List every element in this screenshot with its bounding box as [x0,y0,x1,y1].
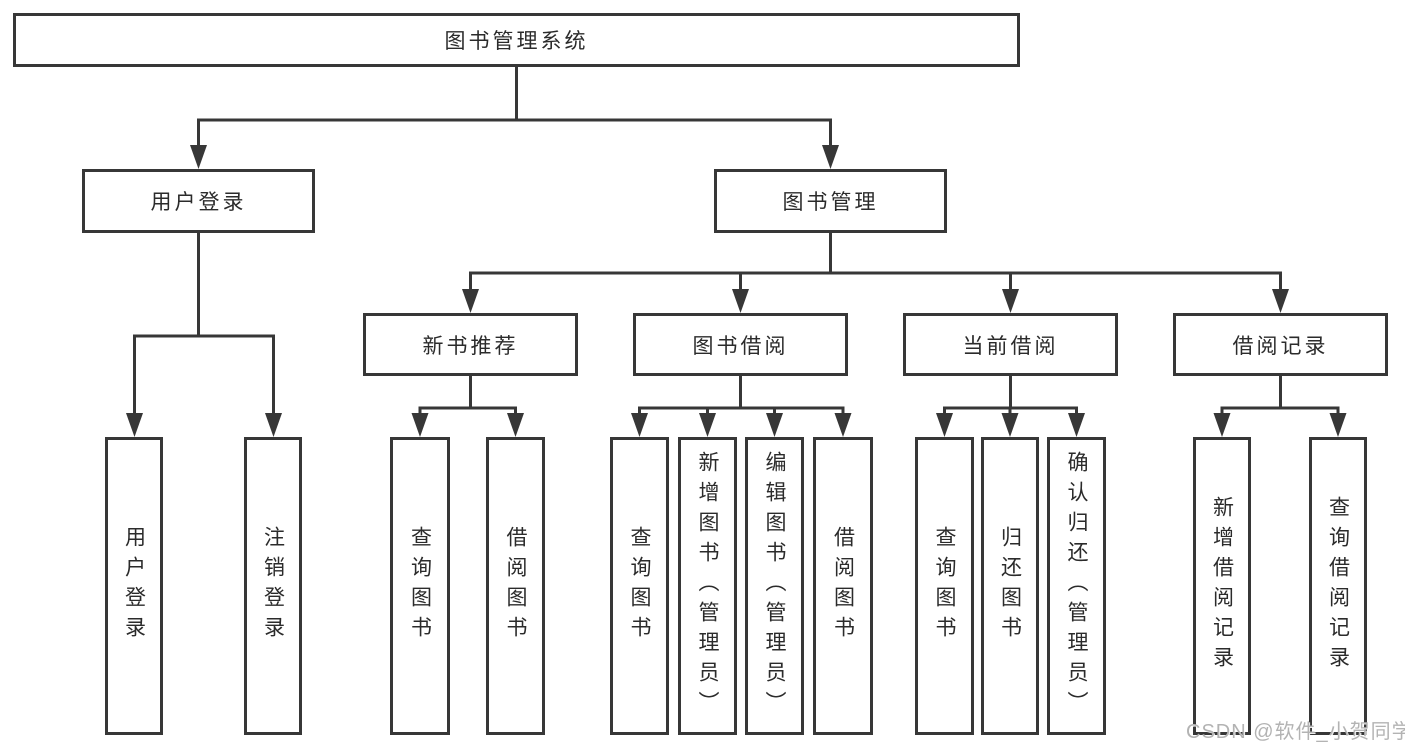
node-borrow-records: 借阅记录 [1173,313,1388,376]
node-branch-book-mgmt-label: 图书管理 [782,191,879,214]
leaf-cb-return-books: 归还图书 [981,437,1039,735]
leaf-br-add-record-label: 新增借阅记录 [1210,496,1234,676]
leaf-nbr-query-books: 查询图书 [390,437,450,735]
leaf-logout-label: 注销登录 [261,526,285,646]
arrowhead [834,413,852,437]
leaf-logout: 注销登录 [244,437,302,735]
connector-book-mgmt-to-level3 [469,233,1282,293]
connector-root-to-level2 [197,67,832,149]
leaf-bb-query-books-label: 查询图书 [628,526,651,646]
arrowhead [1068,413,1085,437]
arrowhead [1002,289,1019,313]
arrowhead [766,413,783,437]
connector-book-borrow-to-leaves [638,376,845,417]
arrowhead [1329,413,1347,437]
node-current-borrow: 当前借阅 [903,313,1118,376]
arrowhead [507,413,524,437]
arrowhead [1272,289,1289,313]
leaf-bb-borrow-books-label: 借阅图书 [831,526,855,646]
arrowhead [411,413,429,437]
node-branch-user-login-label: 用户登录 [150,191,247,214]
arrowhead [190,145,207,169]
connector-new-book-rec-to-leaves [418,376,517,417]
node-branch-user-login: 用户登录 [82,169,315,233]
node-root: 图书管理系统 [13,13,1020,67]
node-branch-book-mgmt: 图书管理 [714,169,947,233]
leaf-nbr-borrow-books-label: 借阅图书 [504,526,527,646]
leaf-bb-add-books-label: 新增图书（管理员） [696,451,719,721]
leaf-nbr-borrow-books: 借阅图书 [486,437,545,735]
node-new-book-recommend: 新书推荐 [363,313,578,376]
arrowhead [631,413,648,437]
arrowhead [822,145,839,169]
leaf-cb-query-books: 查询图书 [915,437,974,735]
connector-user-login-to-leaves [133,233,275,417]
leaf-user-login: 用户登录 [105,437,163,735]
leaf-nbr-query-books-label: 查询图书 [408,526,432,646]
leaf-br-add-record: 新增借阅记录 [1193,437,1251,735]
connector-current-borrow-to-leaves [943,376,1078,417]
arrowhead [126,413,143,437]
leaf-bb-edit-books: 编辑图书（管理员） [745,437,804,735]
leaf-cb-confirm-return: 确认归还（管理员） [1047,437,1106,735]
leaf-cb-query-books-label: 查询图书 [933,526,956,646]
arrowhead [265,413,282,437]
watermark: CSDN @软件_小贺同学 [1186,721,1405,743]
node-root-label: 图书管理系统 [444,30,589,53]
leaf-bb-add-books: 新增图书（管理员） [678,437,737,735]
arrowhead [936,413,953,437]
leaf-cb-confirm-return-label: 确认归还（管理员） [1065,451,1088,721]
leaf-br-query-record-label: 查询借阅记录 [1326,496,1350,676]
node-current-borrow-label: 当前借阅 [962,334,1059,358]
node-new-book-recommend-label: 新书推荐 [422,334,519,358]
leaf-cb-return-books-label: 归还图书 [998,526,1022,646]
node-book-borrow-label: 图书借阅 [692,334,789,358]
arrowhead [1001,413,1019,437]
connector-borrow-records-to-leaves [1220,376,1340,417]
arrowhead [699,413,716,437]
leaf-user-login-label: 用户登录 [122,526,146,646]
leaf-bb-query-books: 查询图书 [610,437,669,735]
node-book-borrow: 图书借阅 [633,313,848,376]
leaf-bb-borrow-books: 借阅图书 [813,437,873,735]
node-borrow-records-label: 借阅记录 [1232,334,1329,358]
arrowhead [732,289,749,313]
arrowhead [462,289,479,313]
leaf-br-query-record: 查询借阅记录 [1309,437,1367,735]
arrowhead [1213,413,1231,437]
leaf-bb-edit-books-label: 编辑图书（管理员） [763,451,786,721]
